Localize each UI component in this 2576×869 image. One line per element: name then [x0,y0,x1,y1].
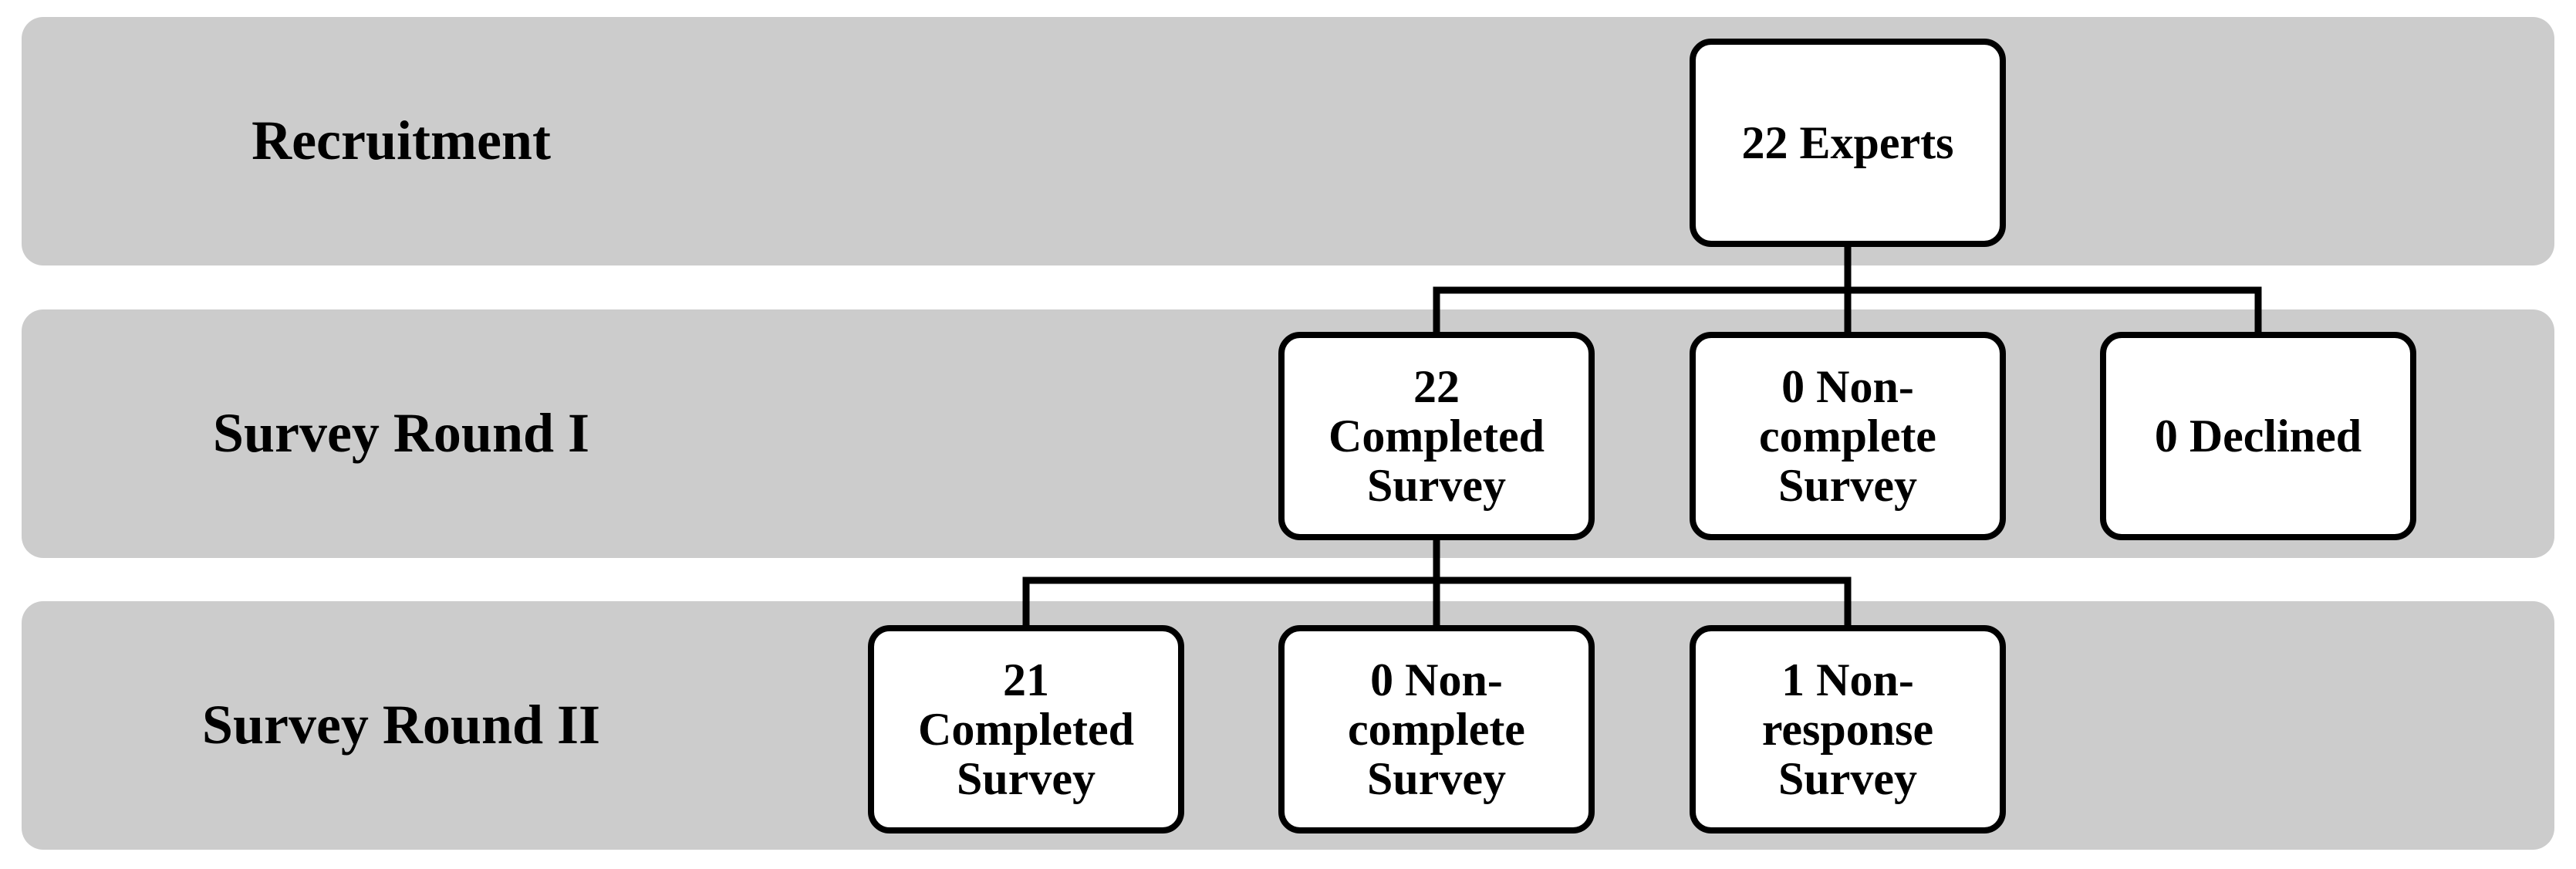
survey-round-1-label: Survey Round I [212,402,590,464]
survey-round-2-label: Survey Round II [201,694,601,756]
node-r1-declined-text: 0 Declined [2154,411,2362,462]
node-r1-declined: 0 Declined [2100,332,2416,540]
node-r2-nonresponse-survey-text: 1 Non- response Survey [1761,654,1934,804]
node-22-experts-text: 22 Experts [1741,117,1954,168]
node-r2-nonresponse-survey: 1 Non- response Survey [1690,625,2006,833]
node-22-experts: 22 Experts [1690,39,2006,247]
node-r1-completed-survey-text: 22 Completed Survey [1329,361,1545,511]
node-r2-noncomplete-survey-text: 0 Non- complete Survey [1348,654,1525,804]
node-r2-noncomplete-survey: 0 Non- complete Survey [1278,625,1595,833]
node-r2-completed-survey-text: 21 Completed Survey [918,654,1134,804]
node-r1-noncomplete-survey-text: 0 Non- complete Survey [1759,361,1936,511]
band-recruitment [22,17,2554,265]
node-r1-completed-survey: 22 Completed Survey [1278,332,1595,540]
node-r1-noncomplete-survey: 0 Non- complete Survey [1690,332,2006,540]
node-r2-completed-survey: 21 Completed Survey [868,625,1184,833]
recruitment-label: Recruitment [252,110,551,171]
